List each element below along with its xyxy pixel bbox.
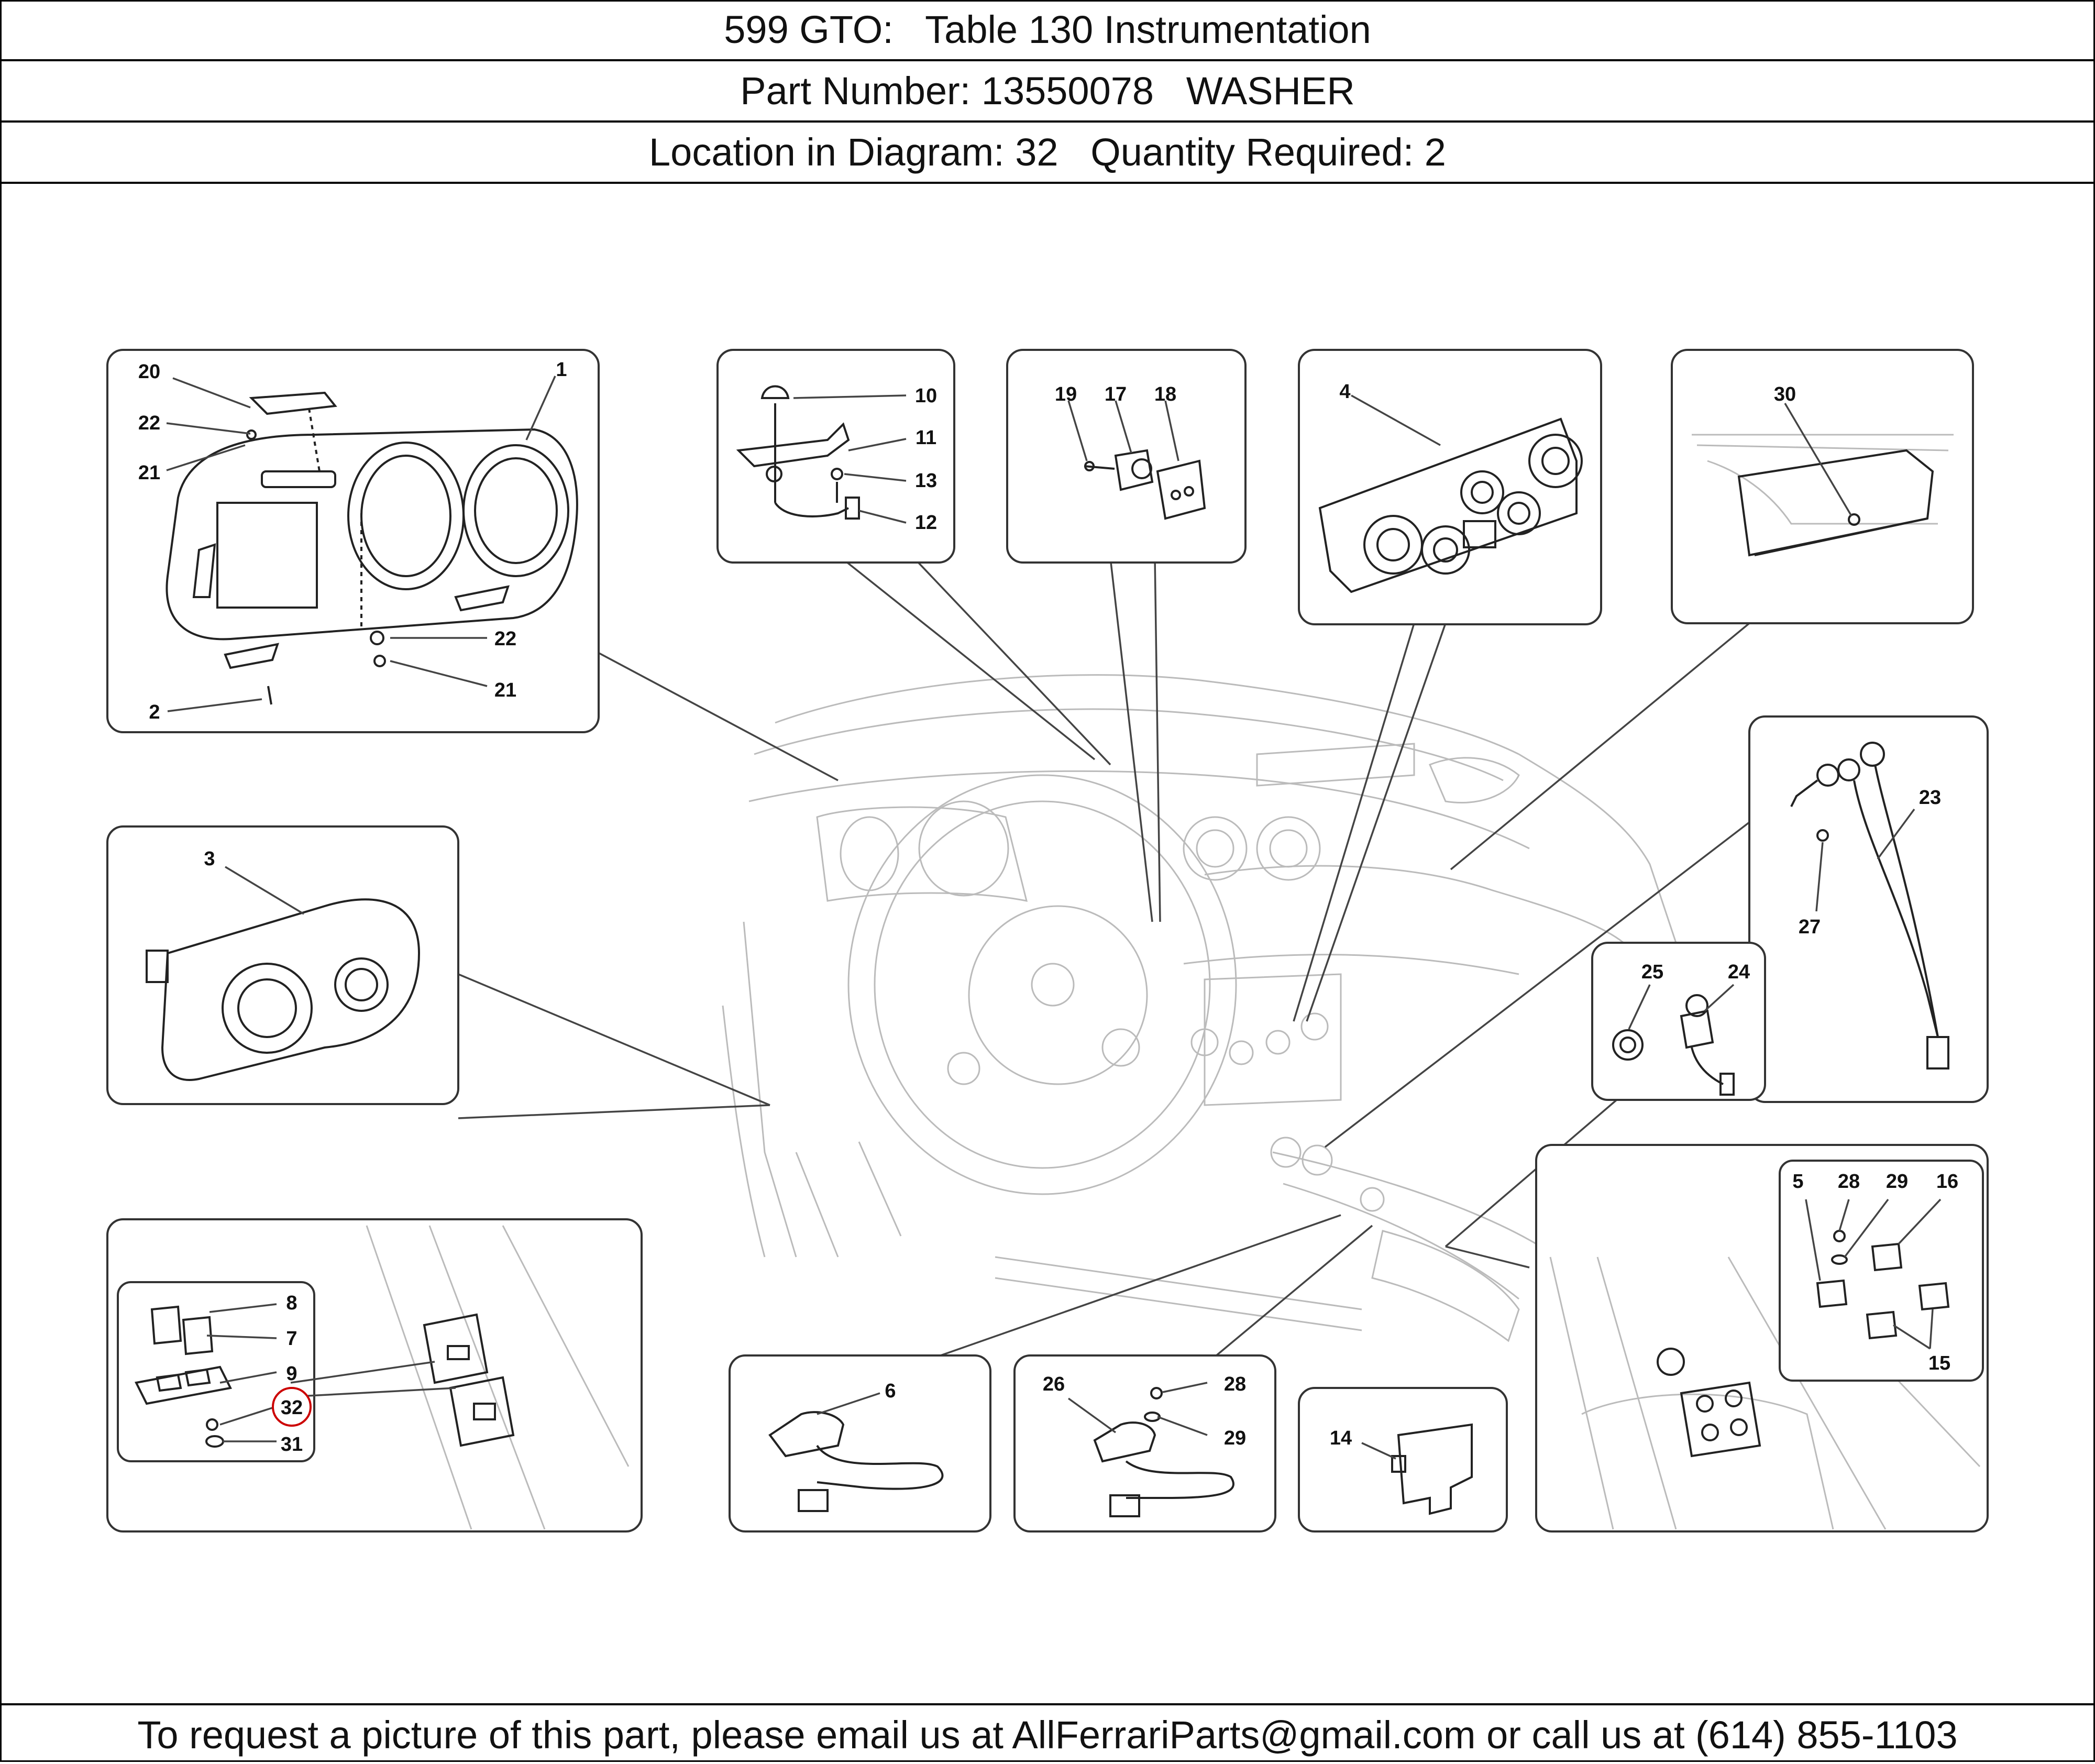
detail-box-glovebox-30: 30 xyxy=(1671,349,1974,624)
callout-3: 3 xyxy=(204,848,215,870)
callout-20: 20 xyxy=(138,361,160,383)
detail-box-switch-17: 19 17 18 xyxy=(1006,349,1247,564)
detail-box-board-14: 14 xyxy=(1298,1387,1508,1533)
callout-24: 24 xyxy=(1728,961,1750,983)
callout-8: 8 xyxy=(286,1292,297,1314)
callout-10: 10 xyxy=(915,385,937,407)
callout-22: 22 xyxy=(138,412,160,434)
callout-26: 26 xyxy=(1043,1373,1065,1395)
detail-box-harness-23: 23 27 xyxy=(1748,715,1989,1103)
callout-31: 31 xyxy=(281,1434,303,1456)
contact-footer: To request a picture of this part, pleas… xyxy=(0,1703,2095,1764)
callout-5: 5 xyxy=(1792,1171,1803,1193)
callout-11: 11 xyxy=(916,427,936,449)
callout-6: 6 xyxy=(885,1380,896,1402)
callout-18: 18 xyxy=(1154,383,1176,405)
detail-box-console-switches: 8 7 9 32 31 xyxy=(106,1218,643,1533)
callout-21: 21 xyxy=(138,462,160,484)
callout-29: 29 xyxy=(1886,1171,1908,1193)
detail-box-sensor-bracket: 10 11 13 12 xyxy=(716,349,955,564)
detail-box-sensor-6: 6 xyxy=(729,1354,991,1533)
dashboard-background xyxy=(722,674,1729,1342)
callout-27: 27 xyxy=(1799,916,1821,938)
callout-23: 23 xyxy=(1919,787,1941,809)
callout-28: 28 xyxy=(1224,1373,1246,1395)
location-row: Location in Diagram: 32 Quantity Require… xyxy=(0,123,2095,184)
callout-1: 1 xyxy=(556,359,567,381)
detail-box-switch-24: 25 24 xyxy=(1591,942,1766,1101)
detail-box-console-buttons: 5 28 29 16 15 xyxy=(1535,1144,1989,1533)
detail-box-light-switch: 3 xyxy=(106,825,459,1105)
highlight-circle-32 xyxy=(272,1387,312,1427)
callout-13: 13 xyxy=(915,470,937,492)
callout-32: 32 xyxy=(281,1397,303,1419)
callout-21: 21 xyxy=(494,679,516,701)
callout-4: 4 xyxy=(1339,381,1350,403)
callout-16: 16 xyxy=(1936,1171,1958,1193)
callout-2: 2 xyxy=(149,701,160,723)
detail-box-instrument-cluster: 20 22 21 1 22 21 2 xyxy=(106,349,600,733)
detail-box-sensor-26: 26 28 29 xyxy=(1013,1354,1276,1533)
callout-17: 17 xyxy=(1105,383,1127,405)
callout-22: 22 xyxy=(494,628,516,650)
callout-19: 19 xyxy=(1055,383,1077,405)
callout-12: 12 xyxy=(915,512,937,534)
page-title: 599 GTO: Table 130 Instrumentation xyxy=(0,0,2095,61)
part-number-row: Part Number: 13550078 WASHER xyxy=(0,61,2095,123)
callout-25: 25 xyxy=(1641,961,1663,983)
callout-14: 14 xyxy=(1330,1427,1352,1449)
callout-28: 28 xyxy=(1838,1171,1860,1193)
detail-box-climate-control: 4 xyxy=(1298,349,1602,625)
callout-15: 15 xyxy=(1928,1352,1950,1374)
leader-lines xyxy=(458,554,1750,1358)
callout-30: 30 xyxy=(1774,383,1796,405)
callout-7: 7 xyxy=(286,1328,297,1350)
callout-29: 29 xyxy=(1224,1427,1246,1449)
callout-9: 9 xyxy=(286,1363,297,1385)
